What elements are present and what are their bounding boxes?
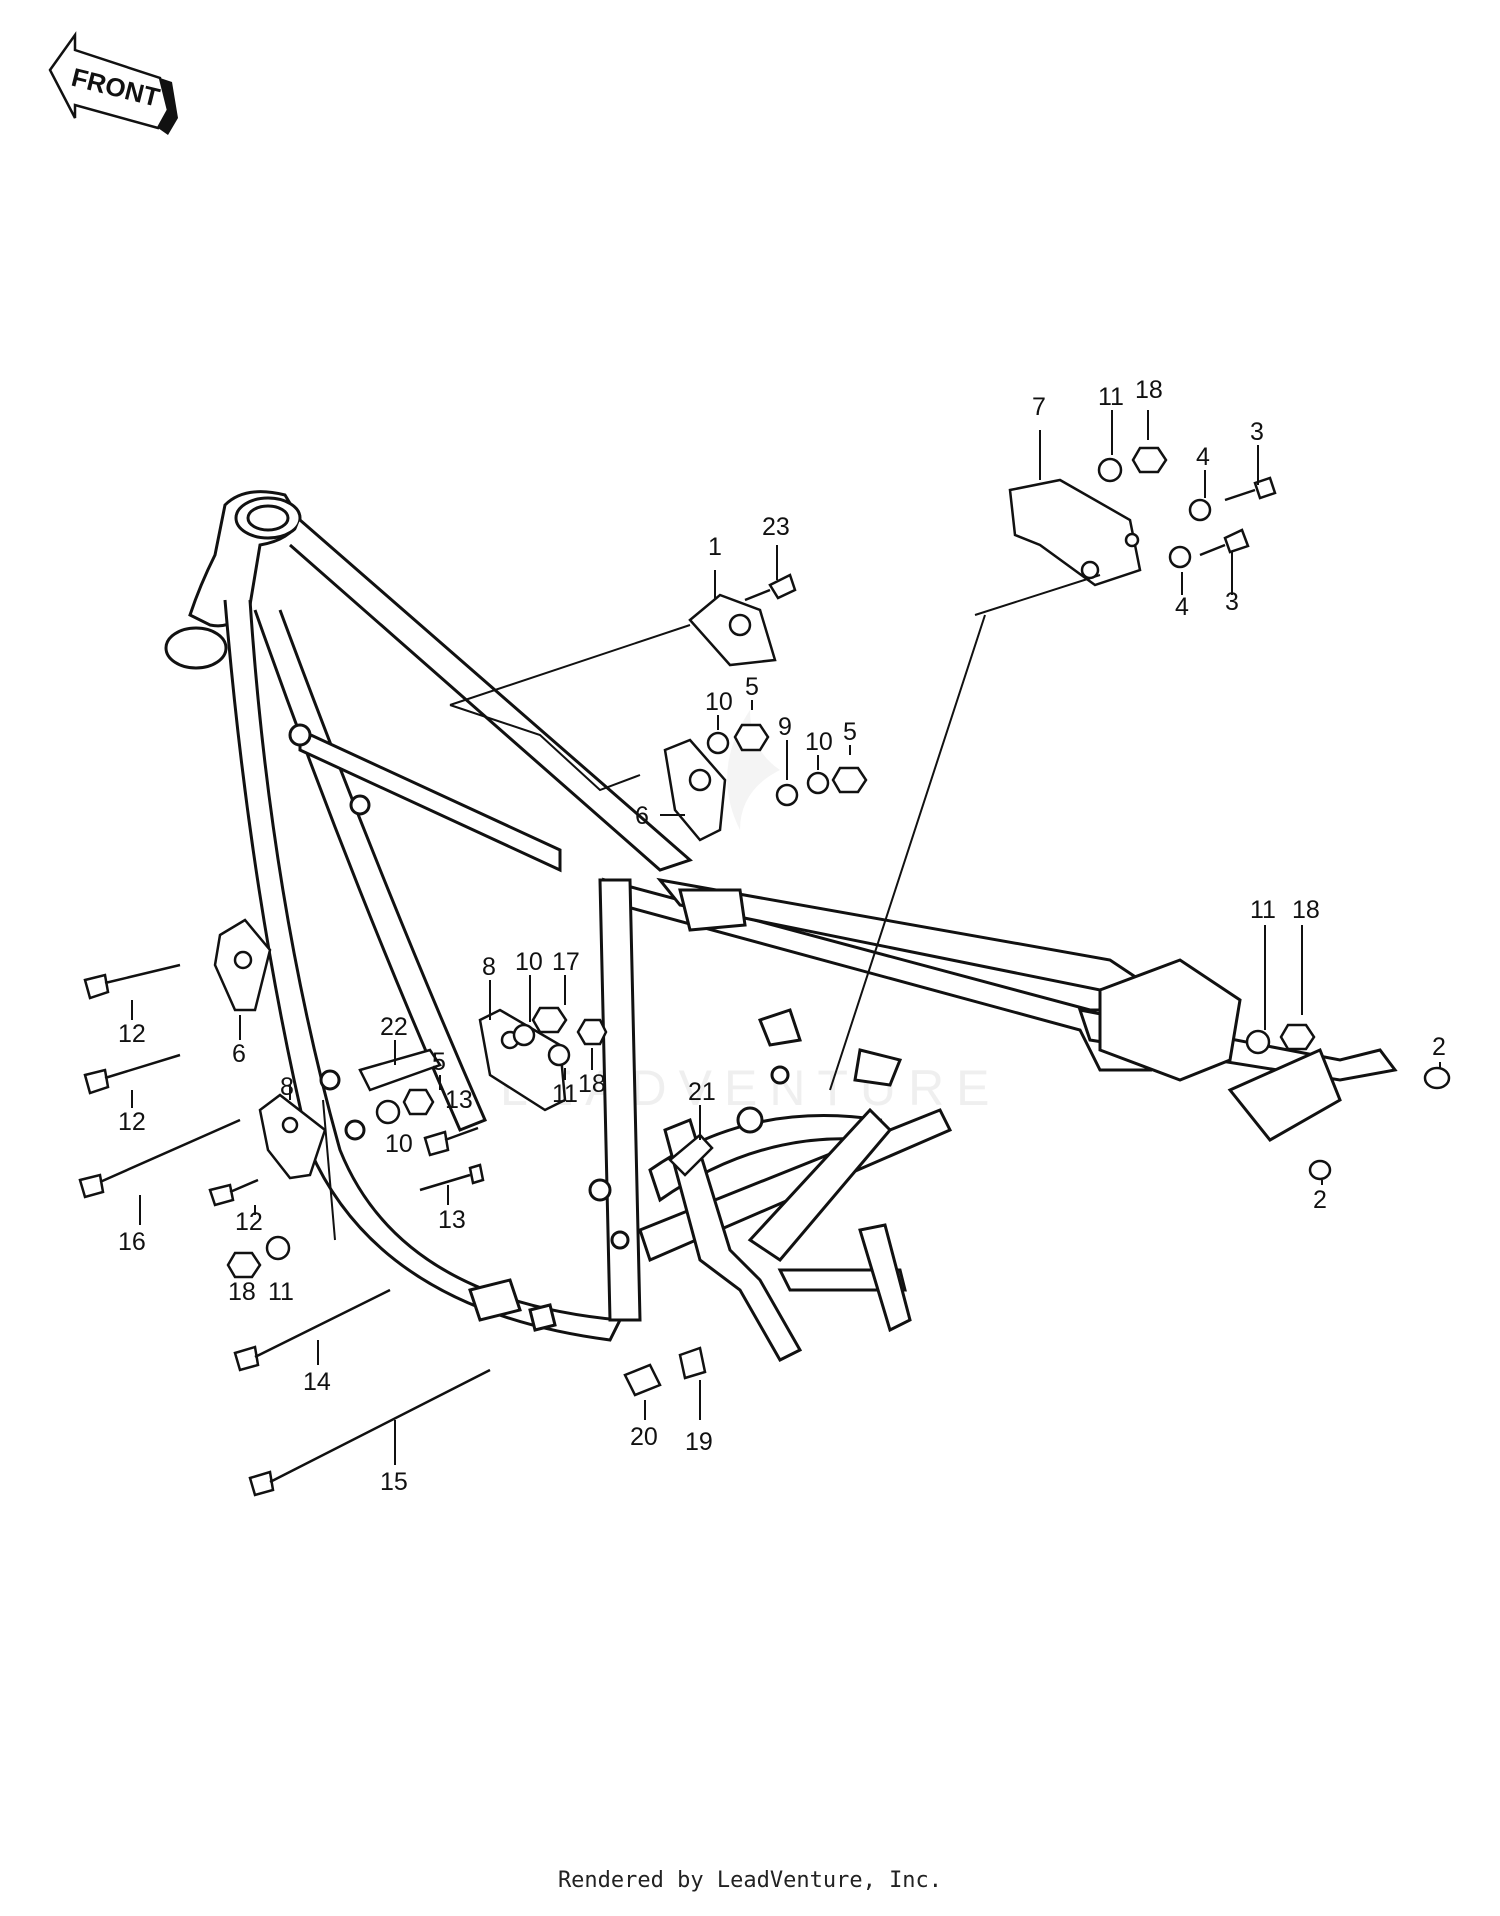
callout-18: 18: [228, 1278, 256, 1306]
callout-2: 2: [1313, 1186, 1327, 1214]
part-3-bolt: [1199, 528, 1250, 557]
callout-5: 5: [843, 718, 857, 746]
part-22-spacer: [358, 1048, 442, 1092]
part-12-bolt: [83, 963, 181, 1000]
seat-down-tube: [598, 878, 642, 1322]
callout-8: 8: [280, 1073, 294, 1101]
part-11-washer: [547, 1043, 571, 1067]
front-arrow: FRONT: [48, 31, 178, 135]
callout-10: 10: [705, 688, 733, 716]
part-10-washer: [706, 731, 730, 755]
part-2-cap: [1423, 1066, 1451, 1090]
part-8-plate: [478, 1008, 567, 1112]
callout-6: 6: [232, 1040, 246, 1068]
part-10-washer: [806, 771, 830, 795]
part-17-nut: [531, 1006, 568, 1034]
part-8-plate: [258, 1093, 327, 1180]
part-5-nut: [402, 1088, 435, 1116]
callout-18: 18: [1135, 376, 1163, 404]
tank-mount-tab: [678, 888, 747, 932]
callout-4: 4: [1175, 593, 1189, 621]
callout-3: 3: [1225, 588, 1239, 616]
rear-shock-mount: [1098, 958, 1242, 1082]
callout-18: 18: [578, 1070, 606, 1098]
callout-10: 10: [385, 1130, 413, 1158]
callout-12: 12: [235, 1208, 263, 1236]
callout-8: 8: [482, 953, 496, 981]
callout-18: 18: [1292, 896, 1320, 924]
part-23-bolt: [744, 573, 797, 602]
part-12-bolt: [83, 1053, 181, 1095]
part-15-bolt: [248, 1368, 491, 1497]
down-tube-left: [223, 599, 623, 1342]
part-18-nut: [1279, 1023, 1316, 1051]
watermark-text: LEADVENTURE: [500, 1060, 1002, 1116]
part-3-bolt: [1224, 476, 1277, 502]
callout-13: 13: [445, 1086, 473, 1114]
part-9-washer: [775, 783, 799, 807]
callout-19: 19: [685, 1428, 713, 1456]
part-13-bolt: [419, 1163, 485, 1192]
callout-11: 11: [552, 1080, 578, 1108]
callout-1: 1: [708, 533, 722, 561]
part-12-bolt: [208, 1178, 259, 1207]
part-2-cap: [1308, 1159, 1332, 1181]
part-5-nut: [733, 723, 770, 752]
side-stand-bracket: [468, 1278, 522, 1322]
part-18-nut: [576, 1018, 608, 1046]
callout-11: 11: [1098, 383, 1124, 411]
callout-4: 4: [1196, 443, 1210, 471]
part-20-bushing: [623, 1363, 662, 1397]
part-13-bolt: [423, 1126, 479, 1157]
callout-16: 16: [118, 1228, 146, 1256]
callout-11: 11: [1250, 896, 1276, 924]
callout-10: 10: [805, 728, 833, 756]
callout-labels: 1 23 7 11 18 4 3 4 3 10 5 9 10 5 6 11 18…: [118, 376, 1446, 1496]
callout-5: 5: [432, 1048, 446, 1076]
rear-bracket: [1227, 1047, 1342, 1142]
callout-11: 11: [268, 1278, 294, 1306]
part-4-washer: [1188, 498, 1212, 522]
callout-2: 2: [1432, 1033, 1446, 1061]
callout-7: 7: [1032, 393, 1046, 421]
part-21-spacer: [668, 1133, 714, 1177]
footer-credit: Rendered by LeadVenture, Inc.: [557, 1868, 943, 1893]
callout-10: 10: [515, 948, 543, 976]
part-11-washer: [1245, 1029, 1271, 1055]
lower-rear-tube: [663, 1118, 803, 1362]
part-18-nut: [226, 1251, 262, 1279]
part-11-washer: [1097, 457, 1123, 483]
callout-13: 13: [438, 1206, 466, 1234]
part-5-nut: [831, 766, 868, 794]
callout-22: 22: [380, 1013, 408, 1041]
center-stand-arm: [747, 1107, 893, 1262]
part-14-bolt: [233, 1288, 391, 1372]
part-10-washer: [512, 1023, 536, 1047]
callout-21: 21: [688, 1078, 716, 1106]
callout-15: 15: [380, 1468, 408, 1496]
callout-12: 12: [118, 1020, 146, 1048]
leader-lines: [131, 410, 1441, 1465]
part-11-washer: [265, 1235, 291, 1261]
parts: [78, 446, 1451, 1497]
callout-23: 23: [762, 513, 790, 541]
callout-12: 12: [118, 1108, 146, 1136]
part-7-bracket: [1008, 478, 1142, 587]
callout-9: 9: [778, 713, 792, 741]
callout-3: 3: [1250, 418, 1264, 446]
front-arrow-shadow-icon: [158, 78, 178, 135]
callout-6: 6: [635, 802, 649, 830]
callout-5: 5: [745, 673, 759, 701]
callout-14: 14: [303, 1368, 331, 1396]
callout-20: 20: [630, 1423, 658, 1451]
part-4-washer: [1168, 545, 1192, 569]
part-16-bolt: [78, 1118, 241, 1199]
callout-17: 17: [552, 948, 580, 976]
part-10-washer: [375, 1099, 401, 1125]
part-19-clip: [678, 1346, 707, 1380]
motorcycle-frame: [164, 490, 1398, 1362]
part-18-nut: [1131, 446, 1168, 474]
